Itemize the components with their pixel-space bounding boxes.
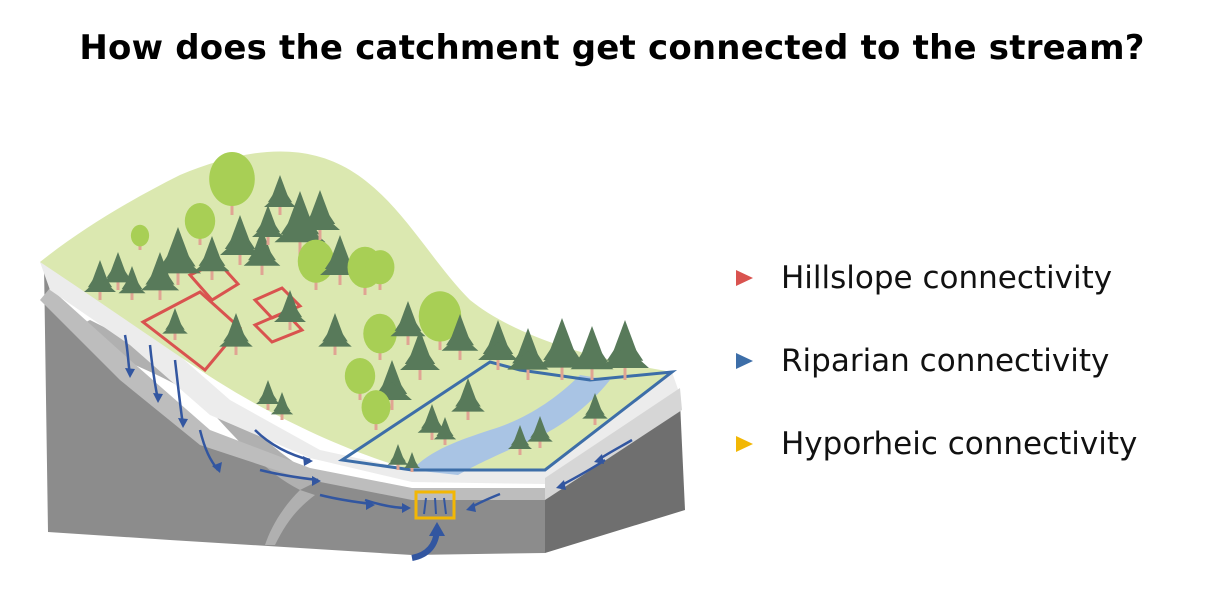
legend-label: Hillslope connectivity xyxy=(781,260,1113,296)
conifer-tree xyxy=(451,378,485,420)
conifer-tree xyxy=(118,266,146,300)
conifer-tree xyxy=(570,326,614,380)
hyporheic-zone-box xyxy=(414,490,456,520)
conifer-tree xyxy=(154,227,202,285)
bedrock-front xyxy=(44,265,545,555)
conifer-tree xyxy=(478,320,518,370)
hillslope-plot xyxy=(252,286,303,320)
conifer-tree xyxy=(433,417,457,445)
conifer-tree xyxy=(527,416,553,448)
soil-light-layer xyxy=(40,262,680,484)
conifer-tree xyxy=(404,452,420,472)
conifer-tree xyxy=(274,290,306,330)
legend-label: Hyporheic connectivity xyxy=(781,426,1138,462)
hyporheic-arrows xyxy=(423,497,447,515)
conifer-tree xyxy=(162,308,188,340)
conifer-tree xyxy=(507,328,549,380)
legend-label: Riparian connectivity xyxy=(781,343,1110,379)
broadleaf-tree xyxy=(130,224,150,250)
legend-item-riparian: Riparian connectivity xyxy=(736,333,1137,389)
conifer-tree xyxy=(300,190,340,240)
conifer-tree xyxy=(601,320,649,380)
broadleaf-tree xyxy=(418,291,462,350)
broadleaf-tree xyxy=(209,152,255,215)
conifer-tree xyxy=(84,260,116,300)
conifer-tree xyxy=(270,392,294,420)
stream-channel xyxy=(412,375,610,475)
conifer-tree xyxy=(194,236,230,280)
broadleaf-tree xyxy=(344,358,376,400)
conifer-tree xyxy=(441,314,479,360)
conifer-tree xyxy=(390,301,426,345)
forest xyxy=(84,152,649,472)
arrowhead-icons xyxy=(125,368,604,513)
soil-side-light xyxy=(545,388,682,500)
conifer-tree xyxy=(102,252,134,290)
broadleaf-tree xyxy=(363,313,397,360)
broadleaf-tree xyxy=(361,390,391,430)
conifer-tree xyxy=(264,175,296,215)
bedrock-side xyxy=(545,402,685,553)
legend-item-hillslope: Hillslope connectivity xyxy=(736,250,1137,306)
conifer-tree xyxy=(243,229,281,275)
broadleaf-tree xyxy=(184,203,216,245)
conifer-tree xyxy=(387,444,409,470)
conifer-tree xyxy=(252,205,284,245)
conifer-tree xyxy=(582,393,608,425)
conifer-tree xyxy=(256,380,280,410)
soil-mid-layer xyxy=(40,288,545,500)
conifer-tree xyxy=(537,318,587,380)
conifer-tree xyxy=(400,330,440,380)
triangle-bullet-icon xyxy=(736,353,753,369)
conifer-tree xyxy=(508,425,532,455)
conifer-tree xyxy=(220,215,260,265)
legend-item-hyporheic: Hyporheic connectivity xyxy=(736,416,1137,472)
triangle-bullet-icon xyxy=(736,436,753,452)
riparian-zone-outline xyxy=(337,360,678,472)
conifer-tree xyxy=(417,404,447,440)
triangle-bullet-icon xyxy=(736,270,753,286)
slide-title: How does the catchment get connected to … xyxy=(79,28,1145,68)
hillslope-plot xyxy=(252,310,305,344)
bedrock-fracture xyxy=(265,490,315,545)
conifer-tree xyxy=(318,313,352,355)
conifer-tree xyxy=(219,313,253,355)
legend: Hillslope connectivity Riparian connecti… xyxy=(736,250,1137,499)
upwelling-arrowhead xyxy=(429,522,445,536)
broadleaf-tree xyxy=(365,250,395,290)
